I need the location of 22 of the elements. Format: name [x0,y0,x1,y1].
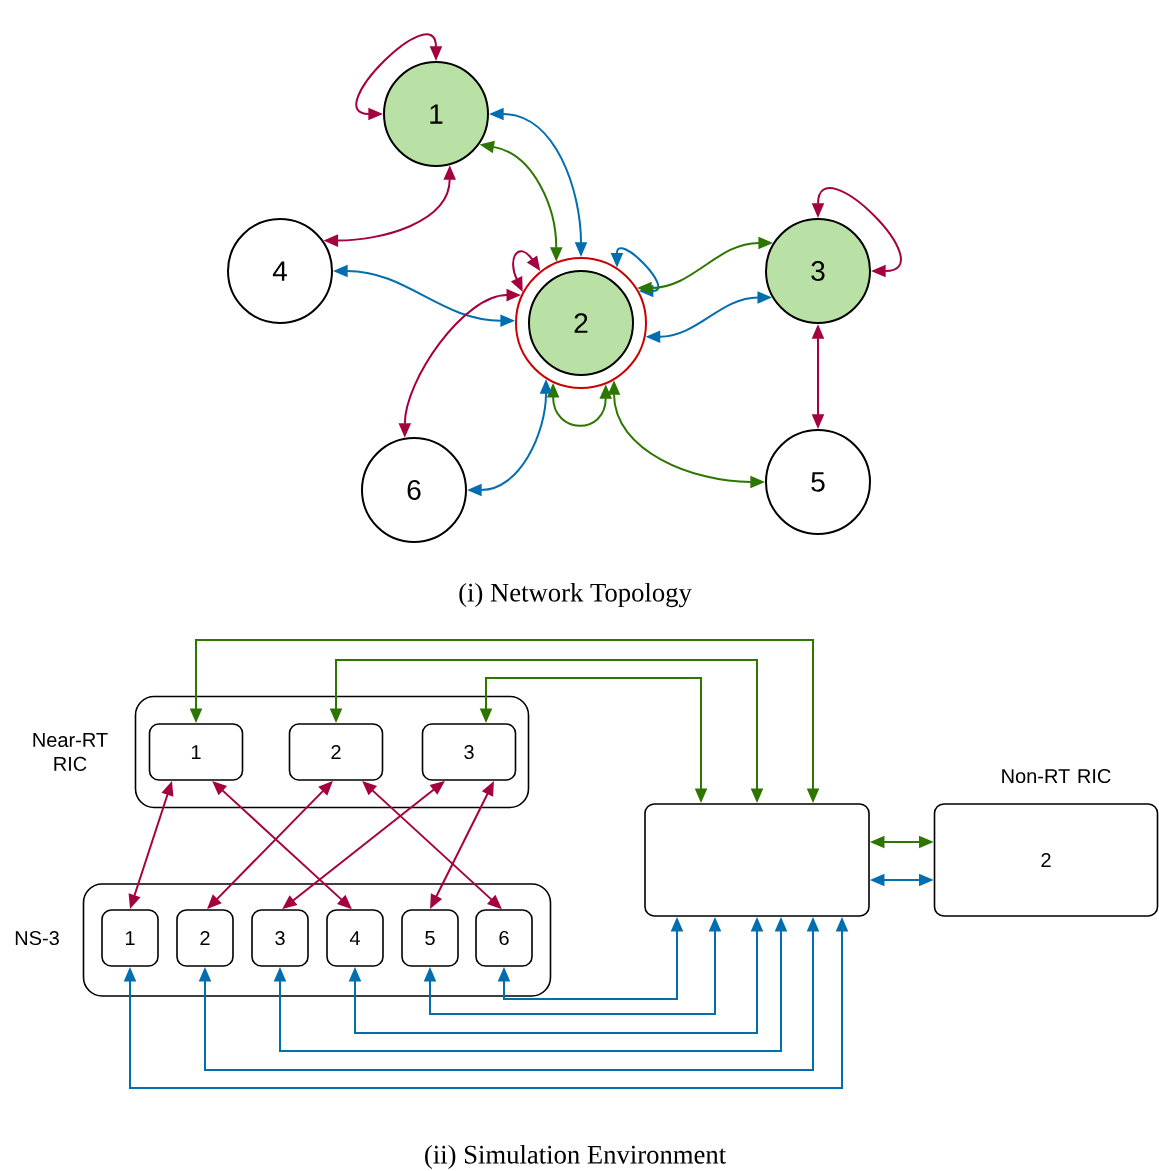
process-box: 3 [251,909,309,967]
caption: (i) Network Topology [459,582,692,608]
process-box: 4 [326,909,384,967]
group-label: NS-3 [15,930,59,946]
process-box: 5 [401,909,459,967]
process-box: 2 [933,803,1159,917]
empty-box [644,803,870,917]
circle-node: 4 [227,218,333,324]
process-box: 3 [421,723,517,781]
circle-node: 3 [765,218,871,324]
double-circle-node: 2 [515,257,647,389]
circle-node: 5 [765,429,871,535]
group-label: Near-RT RIC [33,733,108,771]
circle-node: 1 [383,61,489,167]
box-heading: Non-RT RIC [1002,768,1111,784]
process-box: 1 [101,909,159,967]
process-box: 6 [475,909,533,967]
process-box: 2 [288,723,384,781]
caption: (ii) Simulation Environment [425,1144,726,1170]
process-box: 1 [148,723,244,781]
process-box: 2 [176,909,234,967]
circle-node: 6 [361,437,467,543]
